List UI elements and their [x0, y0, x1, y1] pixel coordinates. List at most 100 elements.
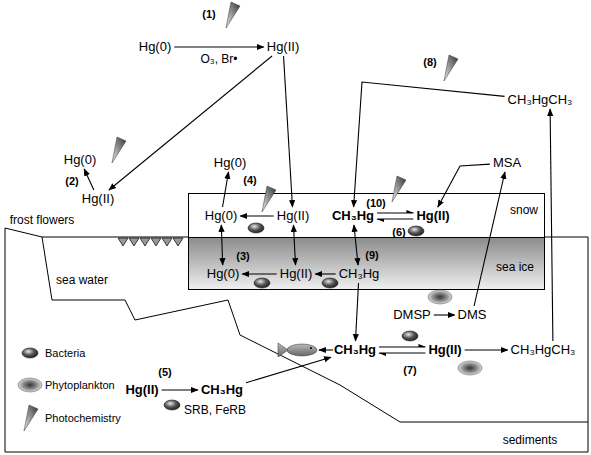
chemical-species: Hg(II)	[278, 266, 315, 282]
bacteria-symbol	[402, 331, 418, 341]
callout-number: (3)	[236, 250, 249, 263]
species-label: Hg(0)	[139, 40, 172, 54]
frost-flower	[162, 238, 172, 246]
species-label: Hg(0)	[214, 156, 247, 170]
species-label: Hg(II)	[277, 209, 310, 223]
callout-number: (2)	[65, 175, 78, 188]
connector	[377, 212, 413, 213]
fish-eye	[310, 347, 312, 349]
species-label: CH₃HgCH₃	[511, 343, 576, 357]
connector	[221, 225, 222, 265]
callout-number: (10)	[366, 197, 386, 210]
species-label: Hg(II)	[428, 343, 461, 357]
species-label: CH₃Hg	[334, 343, 376, 357]
uptake-arrow	[319, 349, 333, 350]
chemical-species: CH₃Hg	[199, 382, 245, 398]
connector	[474, 172, 505, 306]
species-label: CH₃HgCH₃	[508, 93, 573, 107]
connector	[242, 273, 276, 274]
connector	[438, 164, 490, 207]
species-label: Hg(0)	[207, 267, 240, 281]
chemical-species: DMS	[456, 307, 489, 323]
legend-text: Bacteria	[45, 347, 85, 359]
connector	[377, 218, 413, 219]
species-label: CH₃Hg	[339, 267, 380, 281]
chemical-species: CH₃HgCH₃	[506, 92, 575, 108]
frost-flower	[173, 238, 183, 246]
phytoplankton-symbol	[458, 361, 482, 375]
frost-flower	[129, 238, 139, 246]
connector	[223, 172, 229, 207]
connector	[550, 109, 553, 341]
region-label: frost flowers	[10, 214, 75, 227]
connector	[315, 273, 335, 274]
connector	[246, 357, 331, 383]
bacteria-symbol	[322, 278, 338, 288]
chemical-species: Hg(II)	[426, 342, 463, 358]
species-label: MSA	[493, 156, 521, 170]
species-label: Hg(II)	[267, 40, 300, 54]
region-label: sea water	[56, 274, 108, 287]
fish-tail	[278, 343, 288, 357]
species-label: Hg(II)	[82, 192, 115, 206]
species-label: CH₃Hg	[201, 383, 243, 397]
bacteria-symbol	[254, 278, 270, 288]
photochemistry-symbol	[262, 186, 276, 212]
chemical-species: Hg(0)	[203, 208, 240, 224]
chemical-species: CH₃Hg	[337, 266, 382, 282]
callout-number: (5)	[158, 366, 171, 379]
callout-number: (8)	[423, 56, 436, 69]
phytoplankton-symbol	[428, 290, 452, 304]
photochemistry-symbol	[444, 55, 458, 81]
callout-number: (7)	[403, 364, 416, 377]
connector	[174, 46, 263, 47]
species-label: Hg(II)	[280, 267, 313, 281]
legend-photochemistry-symbol	[24, 405, 38, 431]
connector	[293, 225, 295, 265]
chemical-species: Hg(II)	[123, 382, 160, 398]
chemical-species: Hg(II)	[265, 39, 302, 55]
photochemistry-symbol	[392, 176, 406, 202]
fish-symbol	[278, 343, 317, 357]
connector	[379, 346, 425, 347]
connector	[434, 314, 455, 315]
connector	[355, 283, 358, 341]
legend-phytoplankton-symbol	[18, 378, 42, 392]
sea-ice-layer: sea iceHg(0) Hg(II) CH₃Hg	[188, 237, 545, 290]
chemical-species: DMSP	[391, 307, 433, 323]
species-label: CH₃Hg	[332, 209, 374, 223]
seabed-line	[42, 237, 588, 422]
callout-number: (9)	[365, 249, 378, 262]
bacteria-symbol	[164, 400, 180, 410]
frost-flower	[151, 238, 161, 246]
frost-flowers	[118, 238, 183, 246]
connector	[379, 352, 425, 353]
chemical-species: CH₃Hg	[332, 342, 378, 358]
chemical-species: Hg(0)	[137, 39, 174, 55]
region-label: sediments	[503, 434, 558, 447]
bacteria-symbols	[22, 223, 424, 410]
connector	[162, 389, 198, 390]
species-label: DMSP	[393, 308, 431, 322]
chemical-species: Hg(0)	[62, 152, 99, 168]
chemical-species: Hg(0)	[212, 155, 249, 171]
connector	[354, 225, 358, 265]
bacteria-symbol	[248, 223, 264, 233]
connector	[240, 215, 273, 216]
fish-body	[287, 344, 317, 356]
connector	[354, 82, 505, 207]
callout-number: (4)	[243, 174, 256, 187]
chemical-species: Hg(0)	[205, 266, 242, 282]
chemical-species: Hg(II)	[275, 208, 312, 224]
chemical-species: MSA	[491, 155, 523, 171]
connector	[109, 56, 272, 190]
reagent-label: O₃, Br•	[200, 52, 237, 66]
callout-number: (1)	[202, 8, 215, 21]
bacteria-symbol	[408, 226, 424, 236]
chemical-species: CH₃Hg	[330, 208, 376, 224]
layer-label: sea ice	[496, 260, 534, 274]
legend-text: Photochemistry	[45, 412, 121, 424]
